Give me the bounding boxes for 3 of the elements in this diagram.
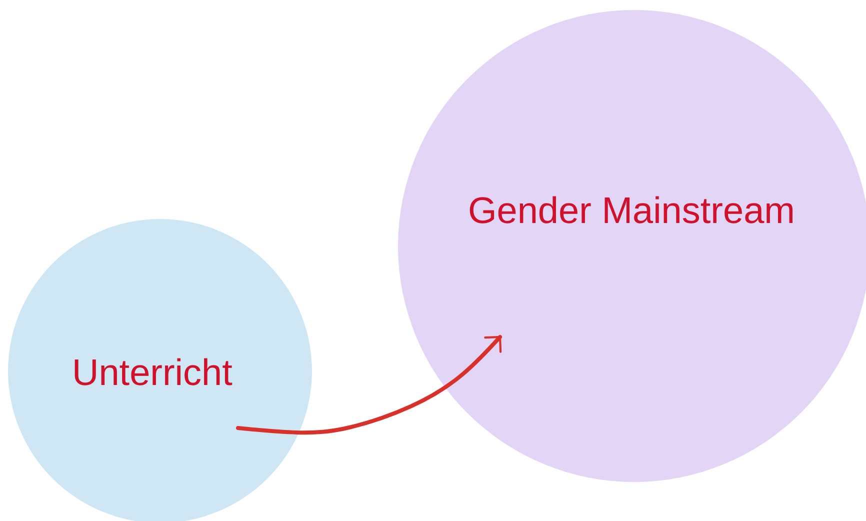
curved-arrow [236, 335, 502, 435]
node-label: Gender Mainstream [468, 191, 795, 232]
node-label: Unterricht [72, 353, 232, 394]
